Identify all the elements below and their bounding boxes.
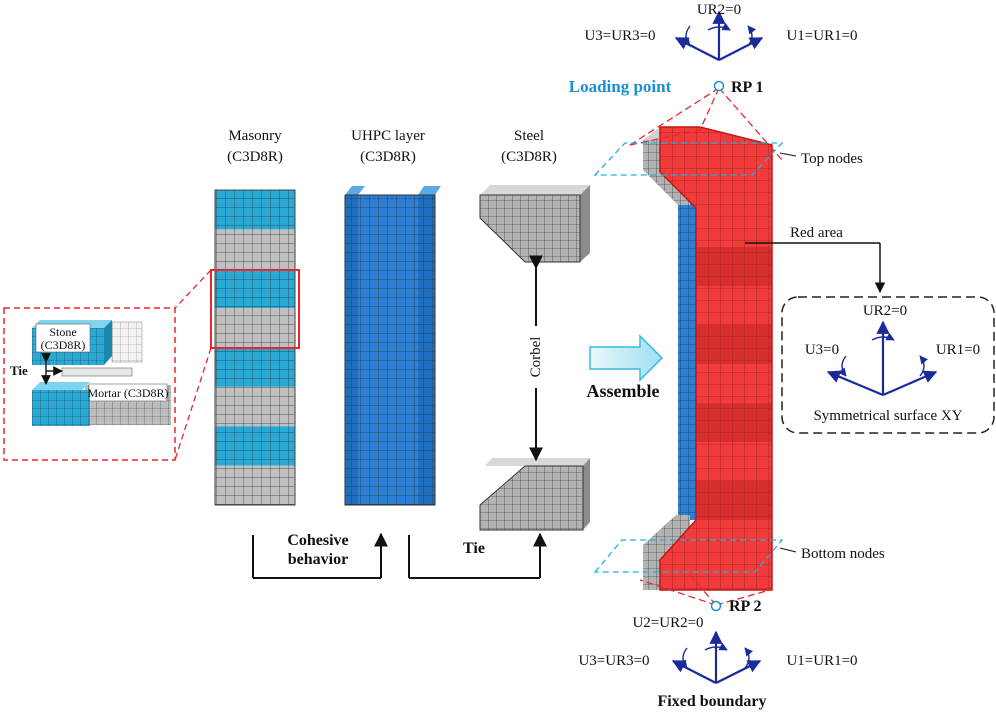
cohesive-label-line1: Cohesive — [287, 532, 348, 549]
bottom-nodes-label: Bottom nodes — [801, 546, 885, 562]
steel-top-corbel — [479, 185, 590, 263]
detail-tie-label: Tie — [10, 363, 28, 378]
loading-point-label: Loading point — [569, 77, 672, 96]
sym-surface-box — [781, 296, 995, 434]
assemble-label: Assemble — [587, 381, 660, 401]
stone-label: Stone — [49, 325, 76, 339]
corbel-label: Corbel — [528, 337, 544, 378]
bottom-u2-label: U2=UR2=0 — [632, 615, 703, 631]
top-nodes-label: Top nodes — [801, 151, 863, 167]
interaction-brackets — [252, 532, 547, 579]
bottom-nodes-region — [593, 539, 797, 606]
bottom-u1-label: U1=UR1=0 — [786, 653, 857, 669]
uhpc-label: UHPC layer — [351, 128, 425, 144]
sym-surface-label: Symmetrical surface XY — [813, 408, 962, 424]
masonry-highlight-box — [210, 269, 300, 349]
top-u1-label: U1=UR1=0 — [786, 28, 857, 44]
rp1-point — [713, 80, 725, 92]
uhpc-element-label: (C3D8R) — [360, 149, 416, 165]
detail-inset — [3, 269, 212, 461]
top-bc-axes — [674, 10, 764, 61]
uhpc-layer — [344, 186, 441, 506]
steel-label: Steel — [514, 128, 544, 144]
steel-element-label: (C3D8R) — [501, 149, 557, 165]
top-ur2-label: UR2=0 — [697, 2, 741, 18]
red-band — [696, 247, 772, 286]
masonry-column — [210, 189, 300, 506]
sym-ur2-label: UR2=0 — [863, 303, 907, 319]
sym-ur1-label: UR1=0 — [936, 342, 980, 358]
steel-bottom-corbel — [479, 458, 590, 531]
cohesive-label-line2: behavior — [288, 551, 348, 568]
bottom-u3-label: U3=UR3=0 — [578, 653, 649, 669]
rp2-label: RP 2 — [729, 598, 761, 615]
rp2-point — [710, 600, 722, 612]
assembled-model — [643, 126, 773, 591]
top-nodes-region — [593, 87, 797, 176]
bottom-bc-axes — [671, 630, 762, 684]
rp1-label: RP 1 — [731, 79, 763, 96]
assemble-arrow — [589, 334, 664, 382]
red-band — [696, 325, 772, 364]
red-band — [696, 481, 772, 520]
masonry-element-label: (C3D8R) — [227, 149, 283, 165]
fixed-boundary-label: Fixed boundary — [658, 693, 767, 710]
top-u3-label: U3=UR3=0 — [584, 28, 655, 44]
mortar-label: Mortar (C3D8R) — [88, 386, 169, 400]
red-area-pointer — [745, 242, 886, 294]
red-area-label: Red area — [790, 225, 843, 241]
tie-label: Tie — [463, 540, 485, 557]
red-band — [696, 403, 772, 442]
masonry-label: Masonry — [228, 128, 282, 144]
sym-u3-label: U3=0 — [805, 342, 839, 358]
sym-bc-axes — [826, 320, 938, 397]
stone-element-label: (C3D8R) — [41, 338, 86, 352]
